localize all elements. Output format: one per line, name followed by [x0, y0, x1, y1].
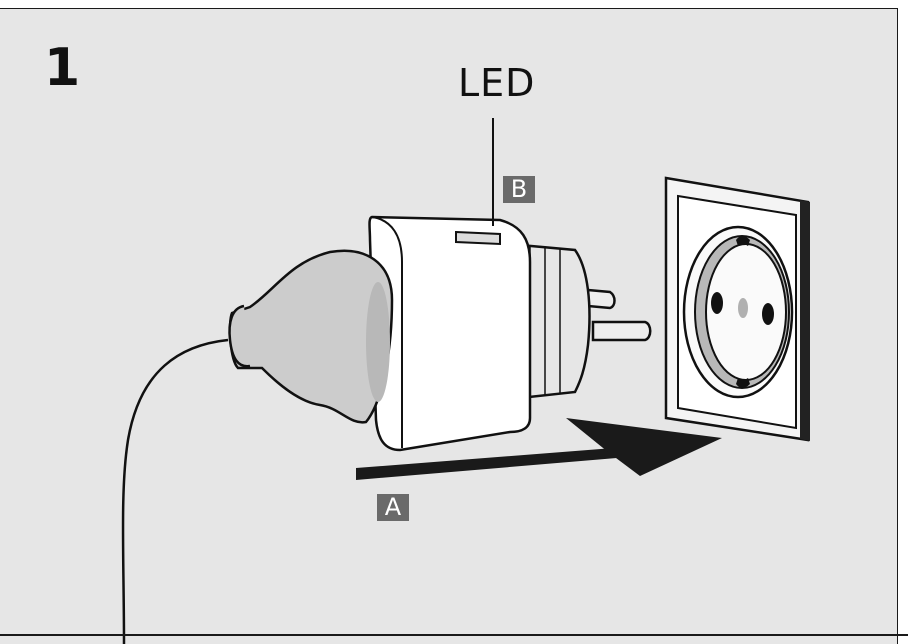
insert-arrow-icon	[356, 418, 722, 480]
adapter-plug-pins-icon	[518, 243, 652, 400]
tag-a: A	[377, 494, 409, 521]
smart-plug-adapter-icon	[368, 118, 532, 452]
tag-b: B	[503, 176, 535, 203]
wall-socket-icon	[664, 176, 810, 442]
step-number: 1	[44, 38, 81, 98]
led-label: LED	[458, 61, 536, 105]
power-plug-icon	[228, 249, 394, 424]
power-cable	[121, 338, 229, 644]
bottom-border	[0, 634, 908, 636]
